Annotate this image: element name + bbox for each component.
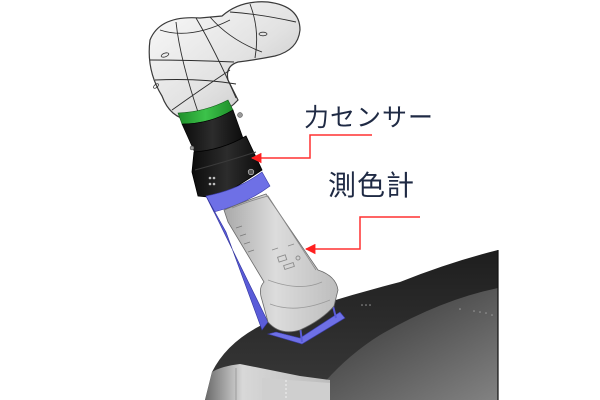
label-colorimeter: 測色計 [328,169,416,202]
car-side-panel-2 [262,378,330,400]
colorimeter-logo [271,243,301,271]
label-force-sensor: 力センサー [304,103,435,132]
colorimeter [223,193,339,333]
callout-force-sensor [250,134,372,164]
callout-line-colorimeter [304,216,420,255]
robot-arm-upper-link [148,1,301,121]
robot-arm [148,1,301,154]
callout-line-force-sensor [250,134,372,164]
flange-screw [237,112,243,118]
bracket-foot [266,311,346,345]
colorimeter-body [223,193,339,333]
car-roof-highlight [310,288,498,400]
bracket-top [205,171,271,213]
bracket-side-rail [205,195,269,331]
car-body [205,250,499,400]
callout-colorimeter [304,216,420,255]
arm-wireframe [149,3,297,119]
